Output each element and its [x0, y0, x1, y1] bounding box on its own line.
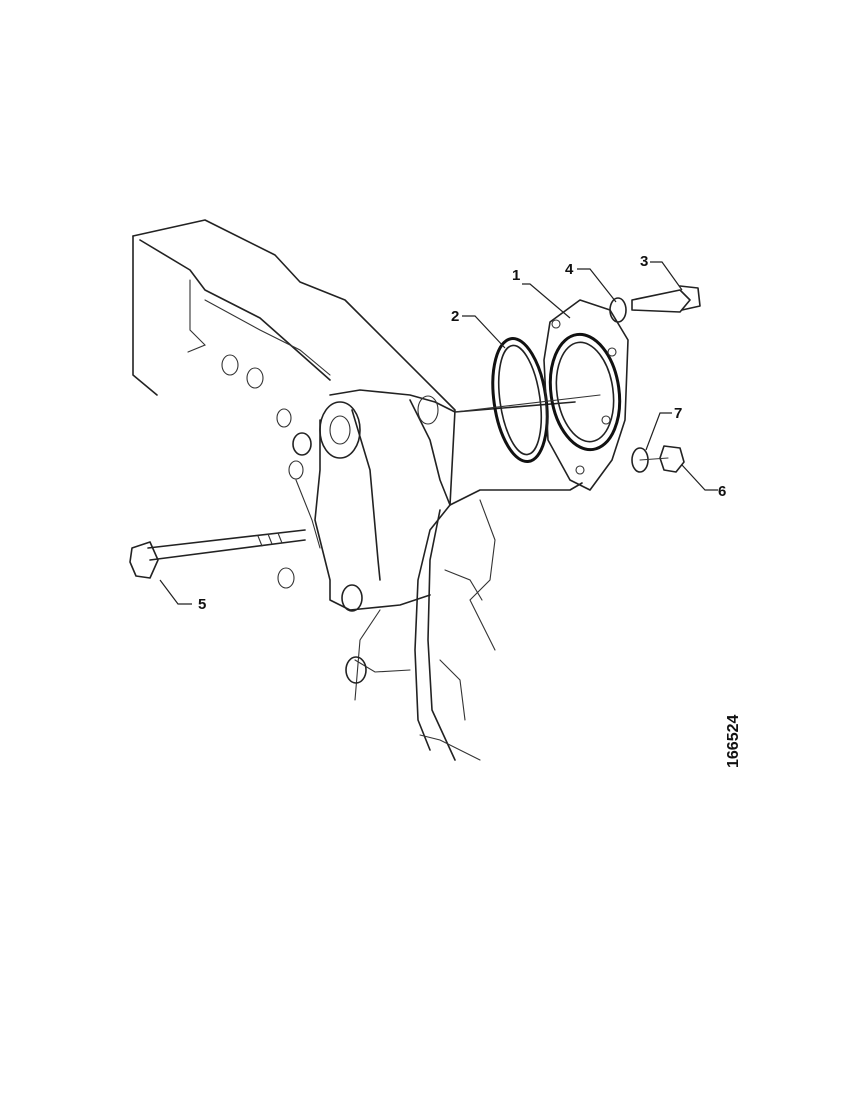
frame-member	[132, 219, 583, 581]
mounting-bracket	[314, 419, 496, 761]
bracket-bosses	[221, 354, 367, 684]
cover-plate	[543, 299, 629, 491]
leader-lines	[159, 261, 718, 605]
callout-4: 4	[565, 261, 574, 278]
axis-lines	[454, 394, 669, 461]
callout-5: 5	[198, 596, 206, 613]
callout-3: 3	[640, 253, 648, 270]
callout-7: 7	[674, 405, 682, 422]
figure-number: 166524	[725, 715, 742, 768]
callout-6: 6	[718, 483, 726, 500]
callout-2: 2	[451, 308, 459, 325]
fasteners	[609, 285, 701, 473]
callout-1: 1	[512, 267, 520, 284]
through-bolt	[129, 529, 306, 579]
